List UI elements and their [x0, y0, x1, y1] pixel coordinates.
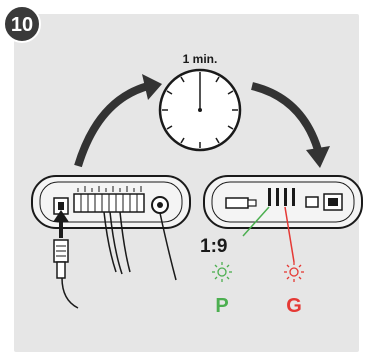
- arrow-left-icon: [74, 74, 162, 168]
- red-led-blink-icon: [284, 262, 304, 282]
- step-number: 10: [11, 14, 33, 36]
- power-port-icon: [53, 197, 69, 215]
- timer-label: 1 min.: [183, 52, 218, 66]
- arrow-right-icon: [251, 82, 330, 168]
- led-g-label: G: [286, 295, 302, 317]
- usb-port-icon: [305, 196, 319, 208]
- card-slot-icon: [225, 197, 257, 209]
- led-p-label: P: [215, 295, 228, 317]
- device-front-view: [203, 175, 363, 229]
- led-indicators: [268, 188, 295, 206]
- step-number-badge: 10: [3, 5, 41, 43]
- terminal-block-icon: [73, 186, 145, 213]
- antenna-connector-icon: [151, 196, 169, 214]
- red-led-pointer: [284, 206, 295, 263]
- green-led-pointer: [242, 206, 270, 237]
- cables: [61, 211, 177, 309]
- power-plug-icon: [53, 210, 69, 279]
- blink-ratio-label: 1:9: [200, 236, 227, 257]
- clock-icon: [158, 68, 242, 152]
- ethernet-port-icon: [323, 193, 343, 211]
- green-led-blink-icon: [212, 262, 232, 282]
